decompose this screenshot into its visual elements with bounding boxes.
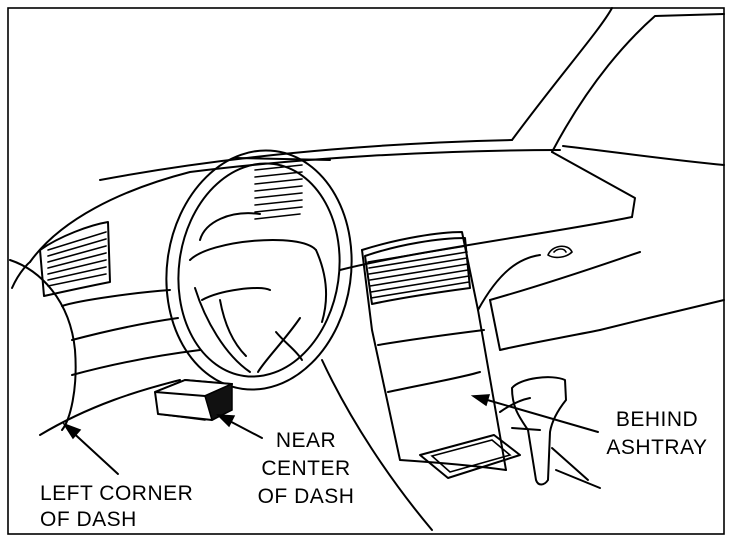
label-behind-ashtray-line-2: ASHTRAY bbox=[606, 436, 707, 459]
label-left-corner-line-2: OF DASH bbox=[40, 508, 137, 531]
label-near-center-of-dash: NEAR CENTER OF DASH bbox=[258, 429, 355, 508]
label-near-center-line-1: NEAR bbox=[276, 429, 336, 452]
label-left-corner-of-dash: LEFT CORNER OF DASH bbox=[40, 482, 193, 531]
steering-wheel bbox=[165, 149, 353, 391]
arrow-left-corner bbox=[62, 422, 119, 475]
label-near-center-line-2: CENTER bbox=[261, 457, 350, 480]
arrow-behind-ashtray bbox=[470, 394, 599, 433]
label-behind-ashtray-line-1: BEHIND bbox=[616, 408, 698, 431]
label-left-corner-line-1: LEFT CORNER bbox=[40, 482, 193, 505]
arrow-near-center bbox=[216, 414, 263, 439]
obd-connector bbox=[154, 379, 233, 422]
dashboard bbox=[11, 149, 725, 436]
label-near-center-line-3: OF DASH bbox=[258, 485, 355, 508]
diagram-frame bbox=[7, 7, 725, 535]
center-console bbox=[321, 231, 541, 531]
label-behind-ashtray: BEHIND ASHTRAY bbox=[606, 408, 707, 459]
left-air-vent bbox=[39, 221, 111, 297]
cluster-vent bbox=[235, 157, 331, 220]
gear-shifter bbox=[499, 376, 601, 489]
windshield bbox=[99, 7, 725, 218]
door-panel bbox=[9, 259, 77, 431]
